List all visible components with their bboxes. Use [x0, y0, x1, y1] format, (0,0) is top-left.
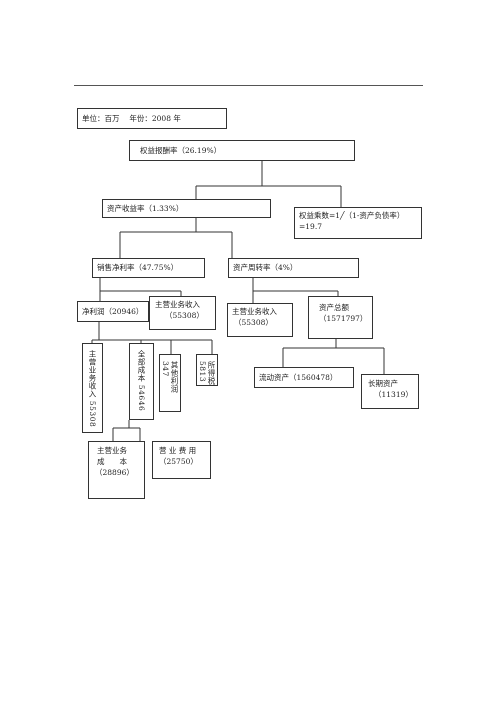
income-tax-vertical-box: 所得税 5813	[196, 354, 218, 386]
net-profit-margin-box: 销售净利率（47.75%）	[92, 258, 205, 278]
roe-box: 权益报酬率（26.19%）	[129, 140, 355, 161]
revenue-box-right: 主营业务收入 （55308）	[227, 303, 293, 337]
top-rule	[74, 85, 423, 86]
total-cost-vertical-box: 全部成本 54646	[129, 343, 154, 420]
revenue-box-left: 主营业务收入 （55308）	[149, 296, 216, 330]
equity-multiplier-box: 权益乘数=1╱（1-资产负债率） =19.7	[294, 207, 422, 239]
cogs-box: 主营业务 成 本 （28896）	[88, 441, 145, 499]
roa-box: 资产收益率（1.33%）	[102, 199, 271, 218]
other-profit-vertical-box: 其他利润 347	[159, 354, 181, 412]
current-assets-box: 流动资产（1560478）	[254, 367, 354, 388]
operating-expense-box: 营 业 费 用 （25750）	[152, 441, 211, 479]
asset-turnover-box: 资产周转率（4%）	[228, 258, 359, 278]
revenue-vertical-box: 主营业务收入 55308	[82, 343, 103, 433]
net-profit-box: 净利润（20946）	[77, 301, 149, 322]
header-unit-year: 单位：百万 年份：2008 年	[77, 108, 227, 129]
total-assets-box: 资产总额 （1571797）	[308, 296, 373, 339]
long-term-assets-box: 长期资产 （11319）	[361, 374, 419, 409]
